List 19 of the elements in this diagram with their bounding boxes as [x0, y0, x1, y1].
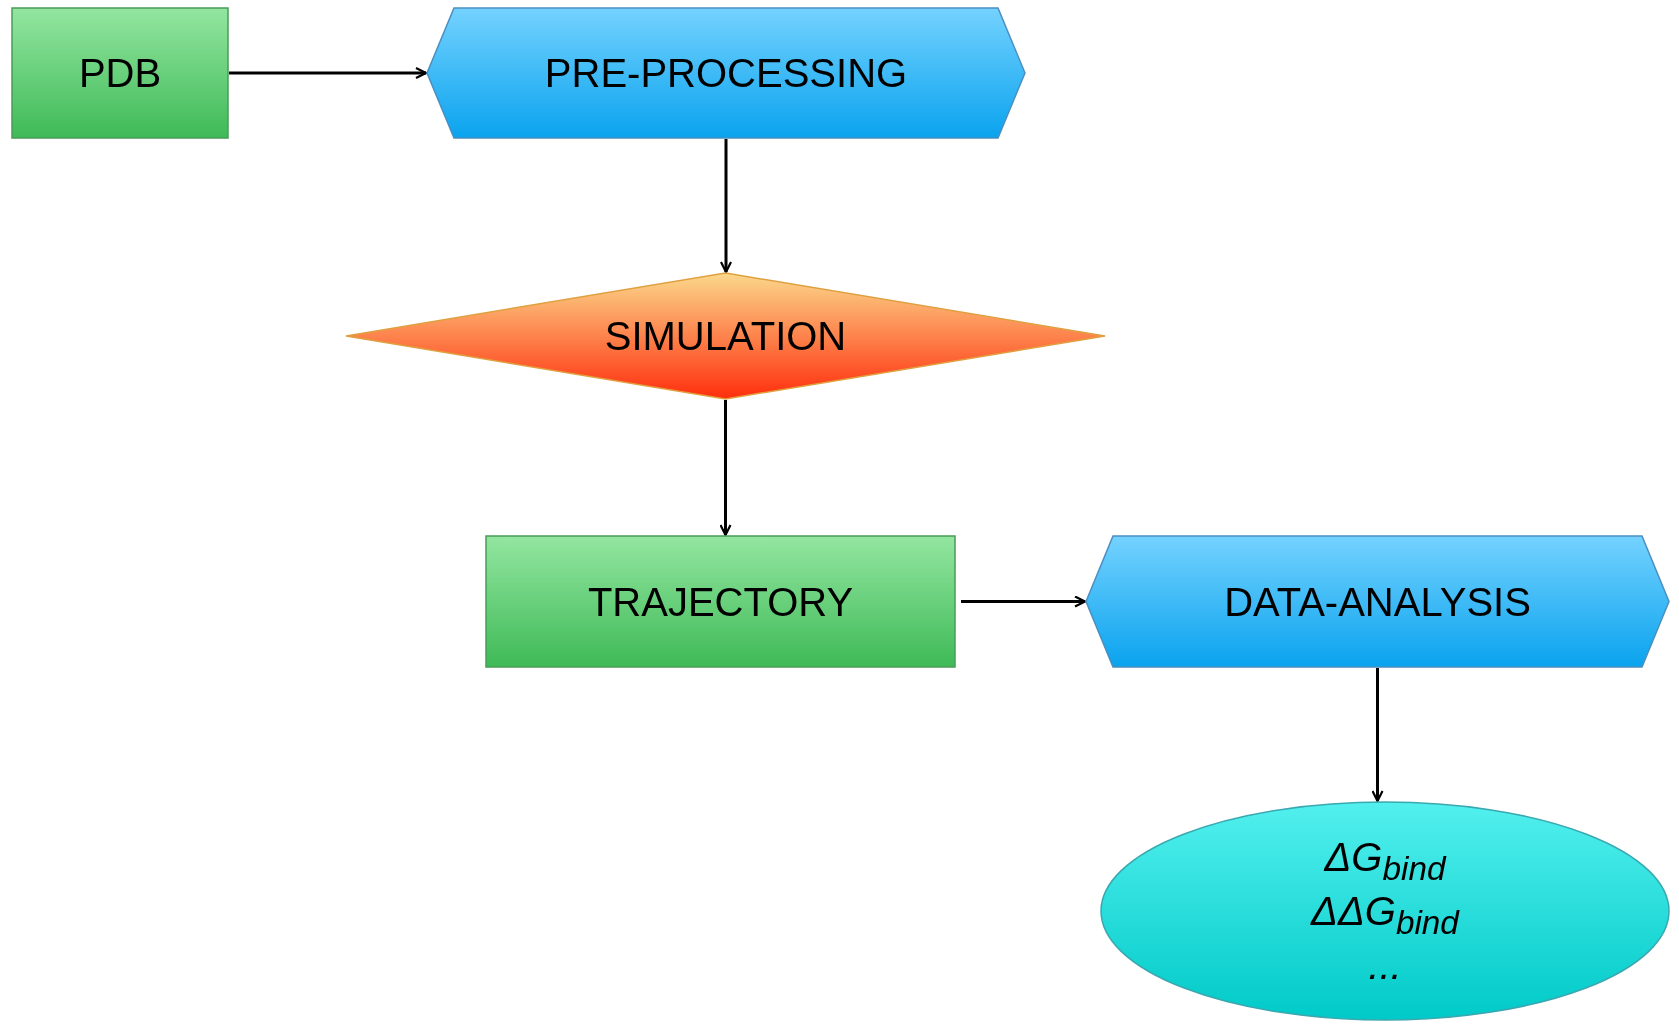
arrow — [719, 139, 733, 274]
node-label: PDB — [78, 50, 162, 96]
arrow — [229, 66, 428, 80]
formula-text: ... — [1368, 942, 1402, 989]
arrow — [961, 595, 1087, 608]
node-label: PRE-PROCESSING — [544, 50, 908, 96]
preparation-hexagon — [1085, 535, 1670, 668]
formula-text: ΔG$_{bind}$ — [1324, 833, 1446, 888]
node-label: DATA-ANALYSIS — [1224, 578, 1531, 625]
data-box — [485, 535, 956, 668]
node-label: SIMULATION — [604, 313, 847, 359]
decision-diamond — [345, 272, 1106, 400]
result-ellipse — [1100, 801, 1670, 1021]
data-box — [11, 7, 229, 139]
formula-text: ΔΔG$_{bind}$ — [1311, 888, 1459, 943]
arrow — [1371, 668, 1384, 803]
node-label: TRAJECTORY — [587, 578, 854, 625]
preparation-hexagon — [426, 7, 1026, 139]
arrow — [719, 400, 732, 537]
